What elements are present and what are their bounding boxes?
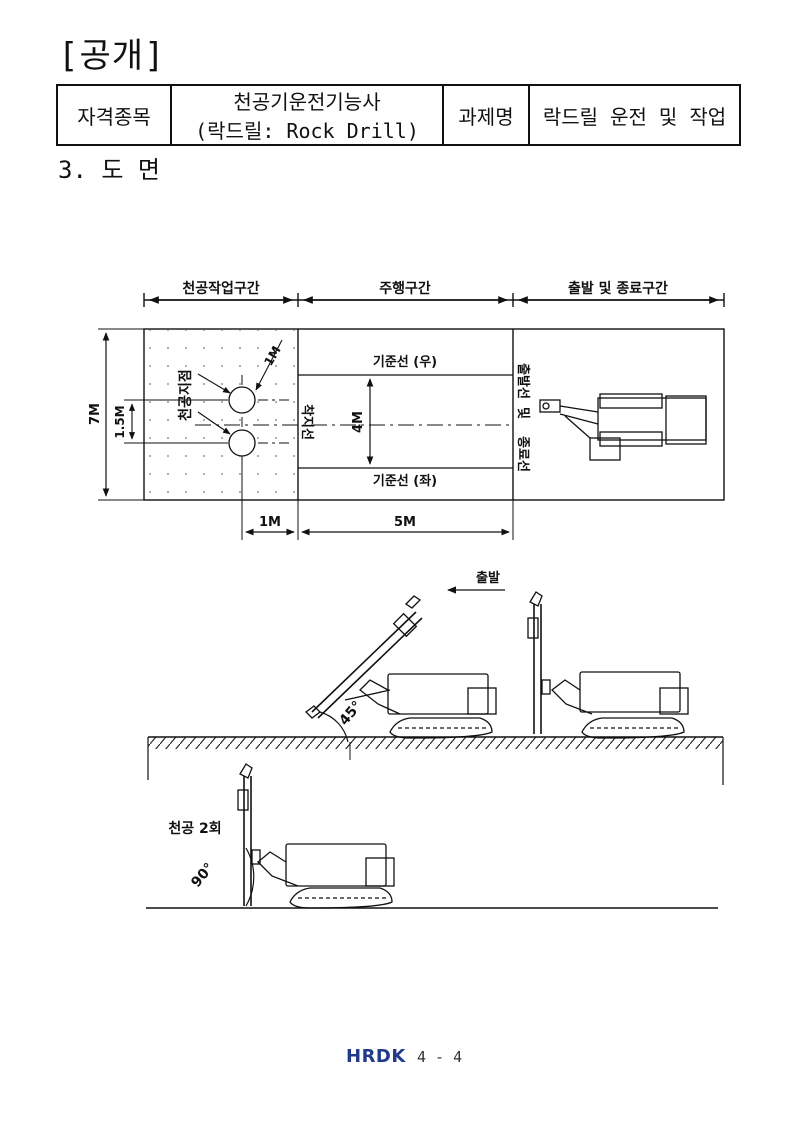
- page-number: 4 - 4: [417, 1048, 463, 1066]
- drill-twice-label: 천공 2회: [168, 821, 221, 837]
- drill-point-label: 천공지점: [177, 369, 194, 421]
- dim-5m: 5M: [394, 515, 416, 530]
- dim-7m: 7M: [88, 403, 103, 425]
- document-heading: [공개]: [58, 36, 166, 76]
- side-view-upper: 출발 45°: [147, 570, 724, 785]
- plan-outline: [143, 328, 725, 501]
- hrdk-logo: HRDK: [346, 1046, 406, 1067]
- ground-hatch: [148, 737, 723, 749]
- work-zone-dots: [145, 330, 297, 499]
- dim-1m-bottom: 1M: [259, 515, 281, 530]
- dim-4m: 4M: [351, 411, 366, 433]
- plan-view: 천공작업구간 주행구간 출발 및 종료구간 기준선 (우) 기준선 (좌) 천공…: [88, 280, 725, 540]
- info-table: 자격종목 천공기운전기능사 (락드릴: Rock Drill) 과제명 락드릴 …: [56, 84, 741, 146]
- landing-line-label: 착지선: [299, 404, 315, 440]
- angle-arc-90: [245, 847, 255, 907]
- rock-drill-45-deg: [305, 595, 497, 739]
- zone-start-end-label: 출발 및 종료구간: [568, 280, 668, 297]
- rock-drill-top-view: [539, 393, 707, 461]
- depart-label: 출발: [476, 570, 500, 586]
- start-line-label: 출발선: [515, 363, 531, 399]
- category-value: 천공기운전기능사 (락드릴: Rock Drill): [170, 84, 444, 146]
- and-label: 및: [515, 407, 530, 419]
- dim-1-5m: 1.5M: [113, 405, 127, 438]
- category-line2: (락드릴: Rock Drill): [195, 119, 419, 143]
- angle-arc-45: [319, 711, 349, 743]
- category-line1: 천공기운전기능사: [233, 90, 381, 114]
- rock-drill-vertical-1: [527, 591, 689, 739]
- task-label: 과제명: [442, 84, 530, 146]
- ref-line-left-label: 기준선 (좌): [373, 473, 437, 489]
- zone-travel-label: 주행구간: [379, 280, 431, 297]
- section-title: 3. 도 면: [58, 156, 160, 184]
- start-end-line-label: 출발선 및 종료선: [515, 363, 531, 472]
- end-line-label: 종료선: [515, 436, 531, 472]
- task-value: 락드릴 운전 및 작업: [528, 84, 741, 146]
- drill-point-circle-1: [228, 386, 256, 414]
- rock-drill-vertical-2: [237, 763, 395, 909]
- side-view-lower: 천공 2회 90°: [146, 763, 718, 909]
- angle-45-label: 45°: [336, 698, 365, 729]
- angle-90-label: 90°: [188, 860, 217, 891]
- zone-work-label: 천공작업구간: [182, 280, 259, 297]
- drill-point-circle-2: [228, 429, 256, 457]
- ref-line-right-label: 기준선 (우): [373, 354, 437, 370]
- category-label: 자격종목: [56, 84, 172, 146]
